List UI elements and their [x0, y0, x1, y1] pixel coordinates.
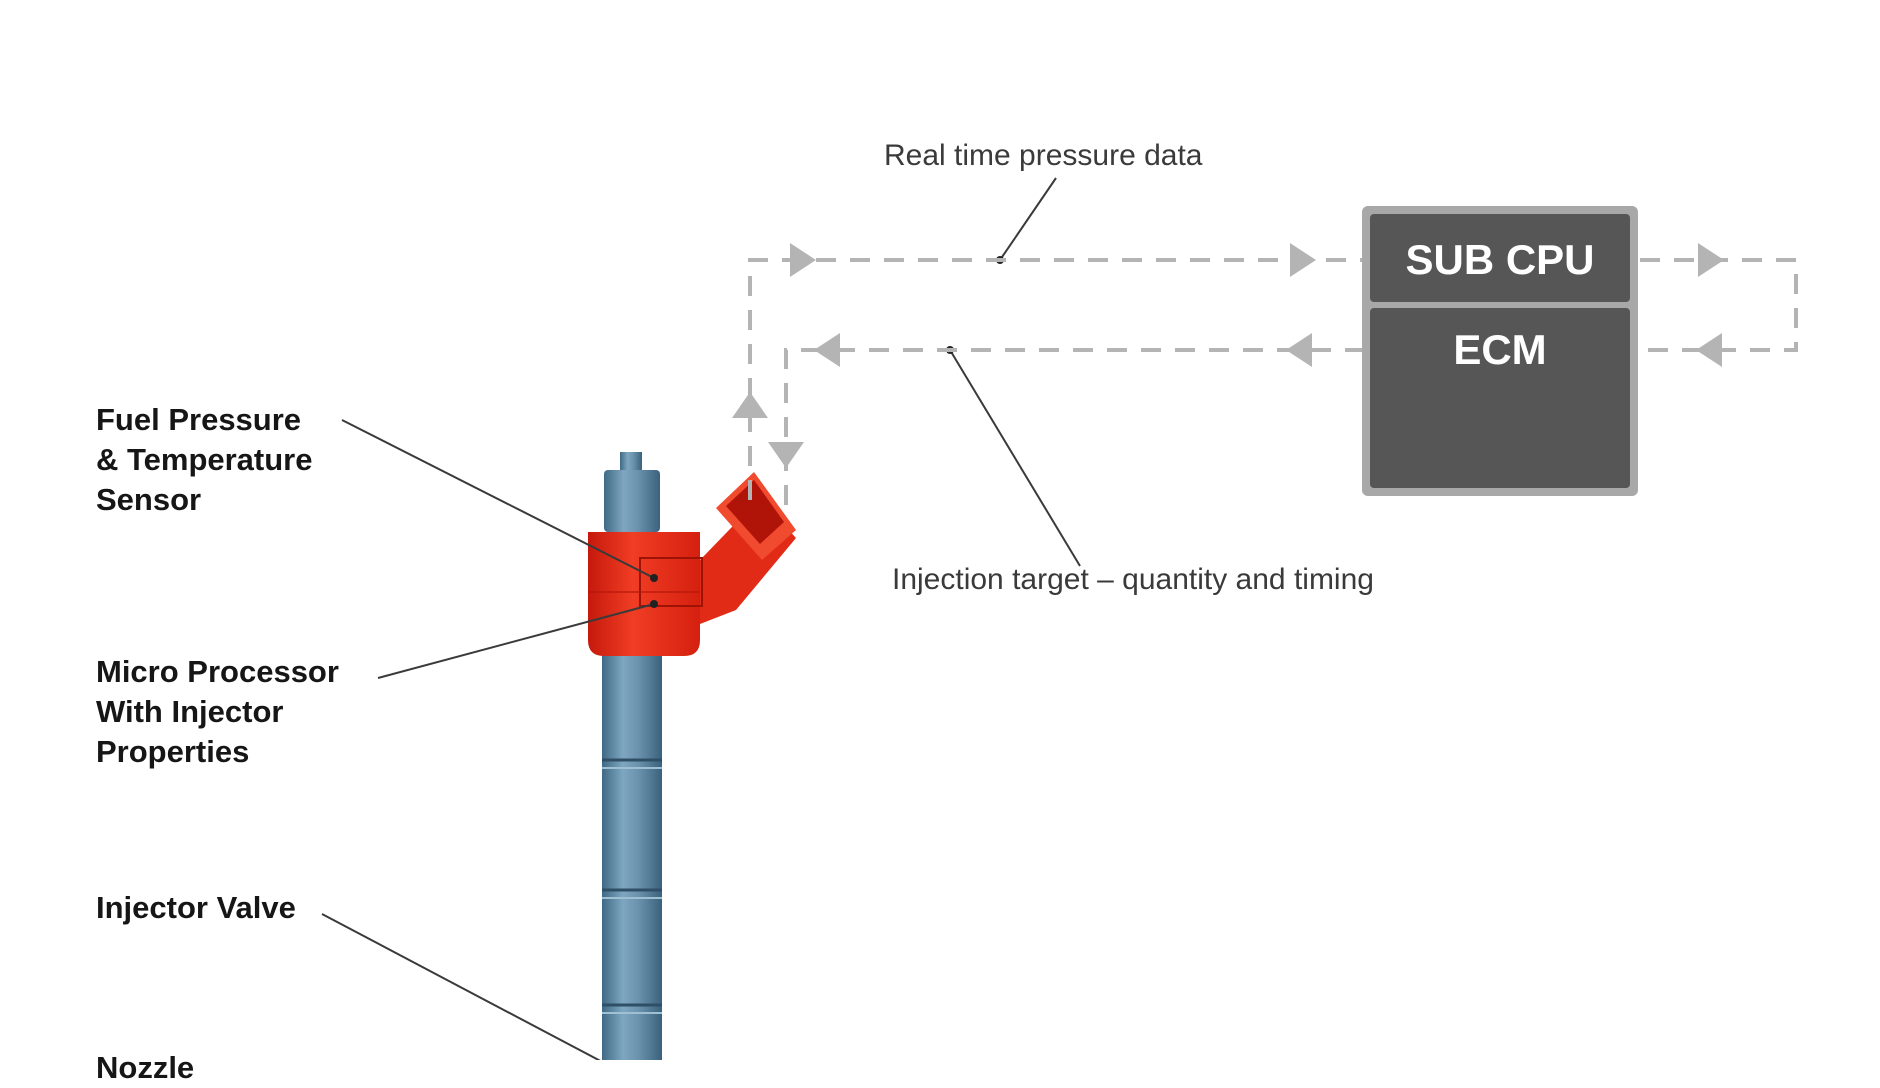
arrow-left-icon	[1286, 333, 1312, 367]
arrow-right-icon	[1290, 243, 1316, 277]
label-line: Properties	[96, 734, 250, 769]
fuel-injector	[588, 452, 796, 1060]
data-flow	[748, 258, 1798, 505]
sub-cpu-label: SUB CPU	[1405, 236, 1594, 283]
leader-lines	[321, 177, 1081, 1060]
micro-processor-label: Micro Processor With Injector Properties	[96, 652, 339, 772]
arrow-left-icon	[814, 333, 840, 367]
label-line: Sensor	[96, 482, 202, 517]
arrow-down-icon	[768, 442, 804, 468]
label-line: & Temperature	[96, 442, 313, 477]
injection-target-path	[784, 348, 1370, 505]
arrow-left-icon	[1696, 333, 1722, 367]
injector-valve-label: Injector Valve	[96, 890, 296, 925]
arrow-up-icon	[732, 392, 768, 418]
ecm-box	[1370, 308, 1630, 488]
arrow-right-icon	[790, 243, 816, 277]
pressure-data-leader	[999, 177, 1057, 261]
fuel-sensor-leader	[341, 419, 655, 579]
label-line: Micro Processor	[96, 654, 339, 689]
pressure-data-path	[748, 258, 1370, 500]
pipe-nut	[604, 470, 660, 532]
sensor-housing	[588, 472, 796, 656]
injection-target-leader	[949, 349, 1081, 567]
injection-target-label: Injection target – quantity and timing	[892, 563, 1374, 596]
injector-diagram: SUB CPU ECM Fuel Pressure & Temperature …	[96, 139, 1798, 1085]
pressure-data-label: Real time pressure data	[884, 139, 1203, 172]
fuel-sensor-dot	[650, 574, 658, 582]
label-line: With Injector	[96, 694, 284, 729]
sub-cpu-box	[1370, 214, 1630, 302]
micro-processor-dot	[650, 600, 658, 608]
nozzle-label: Nozzle	[96, 1050, 195, 1085]
arrow-right-icon	[1698, 243, 1724, 277]
micro-processor-leader	[377, 603, 655, 679]
flow-arrows	[732, 243, 1724, 468]
injector-valve-leader	[321, 913, 601, 1060]
ecm-unit: SUB CPU ECM	[1362, 206, 1638, 496]
injector-shaft	[602, 640, 662, 1060]
ecm-label: ECM	[1453, 326, 1546, 373]
fuel-sensor-label: Fuel Pressure & Temperature Sensor	[96, 400, 313, 520]
diagram-canvas: SUB CPU ECM	[321, 177, 1798, 1060]
label-line: Fuel Pressure	[96, 402, 302, 437]
